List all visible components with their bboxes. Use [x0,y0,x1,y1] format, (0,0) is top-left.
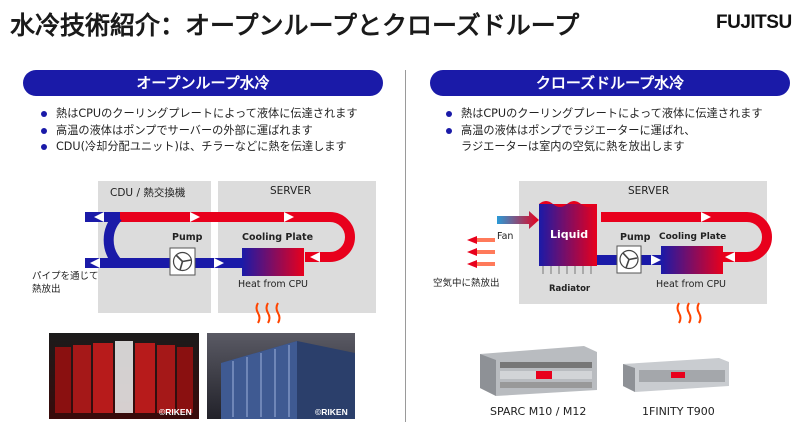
1finity-server-photo [621,356,731,394]
server-label: SERVER [270,185,312,197]
liquid-label: Liquid [550,228,589,241]
open-loop-bullet: 高温の液体はポンプでサーバーの外部に運ばれます [38,123,358,140]
sparc-caption: SPARC M10 / M12 [490,405,587,418]
closed-loop-bullet-continued: ラジエーターは室内の空気に熱を放出します [461,140,685,153]
closed-loop-bullet: 高温の液体はポンプでラジエーターに運ばれ、 [443,123,763,140]
cooling-plate-label-right: Cooling Plate [659,232,727,242]
closed-loop-bullets: 熱はCPUのクーリングプレートによって液体に伝達されます 高温の液体はポンプでラ… [443,106,763,156]
page-title: 水冷技術紹介：オープンループとクローズドループ [10,11,580,40]
open-loop-bullet: 熱はCPUのクーリングプレートによって液体に伝達されます [38,106,358,123]
heat-label: Heat from CPU [238,279,308,290]
cdu-label: CDU / 熱交換機 [110,187,186,199]
supercomputer-photo-1: ©RIKEN [49,333,199,419]
fan-label: Fan [497,231,514,242]
1finity-caption: 1FINITY T900 [642,405,715,418]
radiator-label: Radiator [549,284,591,294]
photo-credit-1: ©RIKEN [159,407,192,417]
open-loop-bullets: 熱はCPUのクーリングプレートによって液体に伝達されます 高温の液体はポンプでサ… [38,106,358,156]
pipe-note-line2: 熱放出 [32,284,61,295]
photo-credit-2: ©RIKEN [315,407,348,417]
open-loop-bullet: CDU(冷却分配ユニット)は、チラーなどに熱を伝達します [38,139,358,156]
sparc-server-photo [476,344,599,397]
cdu-panel [98,181,211,313]
server-label-right: SERVER [628,185,670,197]
cooling-plate-label: Cooling Plate [242,232,314,243]
heat-label-right: Heat from CPU [656,279,726,290]
closed-loop-header: クローズドループ水冷 [430,70,790,96]
open-loop-header: オープンループ水冷 [23,70,383,96]
pump-label-right: Pump [620,232,651,243]
open-loop-diagram [85,212,355,324]
fujitsu-logo: FUJITSU [716,12,792,33]
air-note: 空気中に熱放出 [433,278,500,289]
supercomputer-photo-2: ©RIKEN [207,333,355,419]
closed-loop-bullet: 熱はCPUのクーリングプレートによって液体に伝達されます [443,106,763,123]
pump-label: Pump [172,232,203,243]
pipe-note-line1: パイプを通じて [32,271,99,282]
closed-loop-diagram [467,201,772,324]
section-divider [405,70,406,422]
